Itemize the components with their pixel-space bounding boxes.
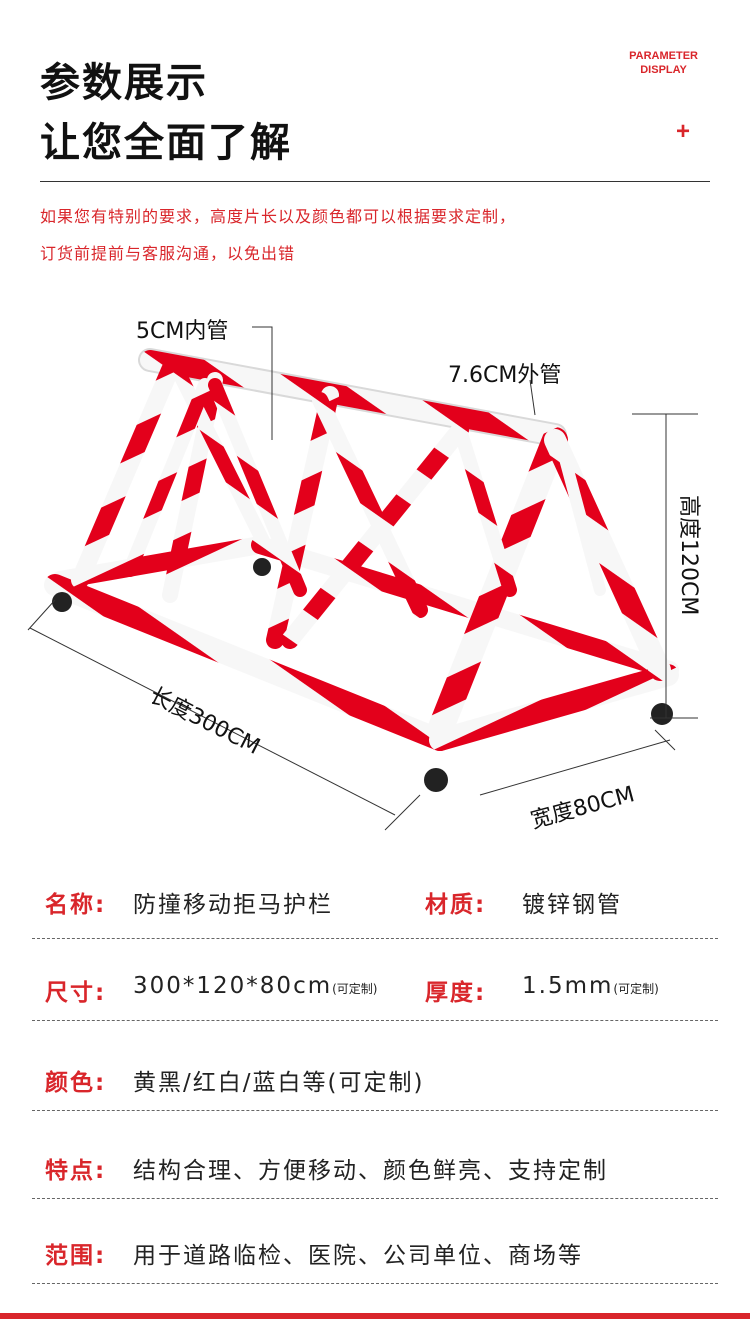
spec-value2-text: 1.5mm xyxy=(522,973,614,999)
barrier-illustration: 5CM内管 7.6CM外管 高度120CM 长度300CM 宽度80CM xyxy=(27,319,701,834)
spec-row-scope: 范围: 用于道路临检、医院、公司单位、商场等 xyxy=(40,1233,720,1303)
spec-value: 防撞移动拒马护栏 xyxy=(133,892,333,918)
dimension-lines xyxy=(27,326,698,831)
spec-row-size: 尺寸: 300*120*80cm(可定制) 厚度: 1.5mm(可定制) xyxy=(40,970,720,1040)
length-label: 长度300CM xyxy=(145,683,264,760)
row-divider xyxy=(32,1020,718,1021)
spec-value-text: 300*120*80cm xyxy=(133,973,333,999)
spec-value: 用于道路临检、医院、公司单位、商场等 xyxy=(133,1243,583,1269)
spec-key: 特点: xyxy=(45,1158,107,1184)
spec-value: 300*120*80cm(可定制) xyxy=(133,973,378,999)
outer-tube-label: 7.6CM外管 xyxy=(448,363,561,388)
header-divider xyxy=(40,181,710,182)
spec-value2: 1.5mm(可定制) xyxy=(522,973,659,999)
spec-row-color: 颜色: 黄黑/红白/蓝白等(可定制) xyxy=(40,1060,720,1130)
notice-line1: 如果您有特别的要求，高度片长以及颜色都可以根据要求定制， xyxy=(40,207,517,226)
spec-key: 尺寸: xyxy=(45,980,107,1006)
english-caption: PARAMETER DISPLAY xyxy=(629,49,698,77)
plus-icon: + xyxy=(676,118,691,145)
inner-tube-label: 5CM内管 xyxy=(136,319,228,344)
page-title-line1: 参数展示 xyxy=(40,60,208,106)
row-divider xyxy=(32,938,718,939)
spec-value-note: (可定制) xyxy=(332,982,378,996)
spec-key: 名称: xyxy=(45,892,107,918)
row-divider xyxy=(32,1283,718,1284)
spec-value2-note: (可定制) xyxy=(613,982,659,996)
spec-value2: 镀锌钢管 xyxy=(522,892,622,918)
english-caption-line2: DISPLAY xyxy=(640,64,687,76)
spec-row-features: 特点: 结构合理、方便移动、颜色鲜亮、支持定制 xyxy=(40,1148,720,1218)
row-divider xyxy=(32,1198,718,1199)
spec-value: 黄黑/红白/蓝白等(可定制) xyxy=(133,1070,425,1096)
english-caption-line1: PARAMETER xyxy=(629,50,698,62)
spec-key: 颜色: xyxy=(45,1070,107,1096)
row-divider xyxy=(32,1110,718,1111)
height-label: 高度120CM xyxy=(676,495,701,615)
spec-key2: 厚度: xyxy=(425,980,487,1006)
notice-line2: 订货前提前与客服沟通，以免出错 xyxy=(40,244,296,263)
spec-row-name: 名称: 防撞移动拒马护栏 材质: 镀锌钢管 xyxy=(40,880,720,950)
width-label: 宽度80CM xyxy=(528,782,637,834)
bottom-accent-bar xyxy=(0,1313,750,1319)
page-title-line2: 让您全面了解 xyxy=(40,120,292,166)
spec-key: 范围: xyxy=(45,1243,107,1269)
caster-wheels xyxy=(52,558,673,792)
spec-key2: 材质: xyxy=(425,892,487,918)
barrier-frame xyxy=(44,348,679,751)
spec-value: 结构合理、方便移动、颜色鲜亮、支持定制 xyxy=(133,1158,608,1184)
